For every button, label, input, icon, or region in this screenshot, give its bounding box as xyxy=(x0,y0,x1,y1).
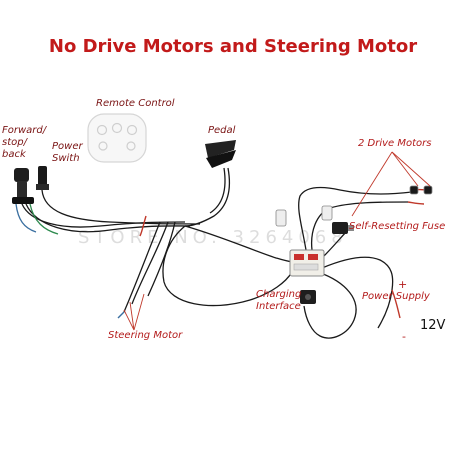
pointer-lines xyxy=(123,151,431,331)
connectors xyxy=(275,185,433,227)
remote-control-icon xyxy=(87,113,147,163)
label-fuse: Self-Resetting Fuse xyxy=(349,221,446,232)
plus-sign: + xyxy=(398,278,408,291)
voltage-label: 12V xyxy=(420,318,446,333)
fuse-icon xyxy=(332,222,354,234)
charging-port-icon xyxy=(300,290,316,304)
label-forward-stop-back: Forward/ stop/ back xyxy=(2,125,47,160)
label-charging-interface: Charging Interface xyxy=(256,289,302,312)
power-switch-icon xyxy=(36,166,49,190)
label-power-switch: Power Swith xyxy=(52,141,83,164)
control-board-icon xyxy=(289,249,325,277)
diagram-title: No Drive Motors and Steering Motor xyxy=(48,36,418,57)
label-drive-motors: 2 Drive Motors xyxy=(358,138,432,149)
pedal-icon xyxy=(205,140,236,168)
minus-sign: - xyxy=(402,330,406,343)
label-pedal: Pedal xyxy=(208,125,236,136)
wire-harness xyxy=(15,167,413,339)
label-steering-motor: Steering Motor xyxy=(108,330,183,341)
forward-stop-back-switch-icon xyxy=(12,168,34,204)
label-remote-control: Remote Control xyxy=(96,98,175,109)
label-power-supply: Power Supply xyxy=(362,291,430,302)
store-watermark: STORE NO. 3264068 xyxy=(78,227,348,248)
